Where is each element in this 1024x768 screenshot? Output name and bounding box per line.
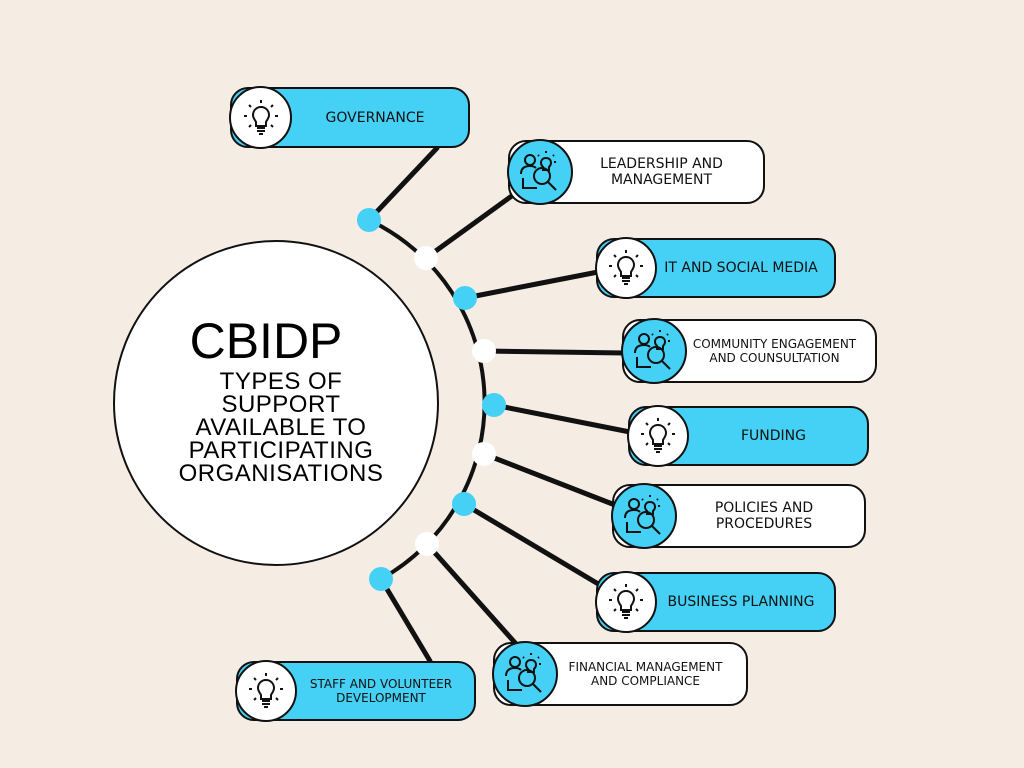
lightbulb-icon xyxy=(595,237,657,299)
support-item: LEADERSHIP AND MANAGEMENT xyxy=(507,139,765,205)
support-item-label: COMMUNITY ENGAGEMENT AND COUNSULTATION xyxy=(692,337,857,365)
node-dot xyxy=(414,246,438,270)
node-dot xyxy=(357,208,381,232)
connector-line xyxy=(366,145,440,223)
subtitle-line: TYPES OF xyxy=(219,368,343,395)
support-item: POLICIES AND PROCEDURES xyxy=(611,483,866,549)
node-dot xyxy=(415,532,439,556)
support-item: IT AND SOCIAL MEDIA xyxy=(595,237,836,299)
node-dot xyxy=(452,492,476,516)
connector-line xyxy=(378,576,433,664)
center-title: CBIDP xyxy=(189,313,343,369)
support-item: STAFF AND VOLUNTEER DEVELOPMENT xyxy=(235,660,476,722)
support-item-label: STAFF AND VOLUNTEER DEVELOPMENT xyxy=(309,677,453,705)
node-dot xyxy=(482,393,506,417)
support-item: COMMUNITY ENGAGEMENT AND COUNSULTATION xyxy=(621,318,877,384)
node-dot xyxy=(472,442,496,466)
center-circle: CBIDP TYPES OF SUPPORT AVAILABLE TO PART… xyxy=(113,240,439,566)
connector-line xyxy=(491,402,633,435)
support-item-label: GOVERNANCE xyxy=(325,109,425,126)
connector-line xyxy=(462,269,601,301)
connector-line xyxy=(481,348,628,356)
node-dot xyxy=(453,286,477,310)
node-dot xyxy=(369,567,393,591)
support-item: FUNDING xyxy=(627,405,869,467)
person-search-idea-icon xyxy=(507,139,573,205)
support-item-label: FINANCIAL MANAGEMENT AND COMPLIANCE xyxy=(568,660,723,688)
lightbulb-icon xyxy=(235,660,297,722)
node-dot xyxy=(472,339,496,363)
lightbulb-icon xyxy=(627,405,689,467)
connector-line xyxy=(461,501,603,588)
person-search-idea-icon xyxy=(621,318,687,384)
support-item: BUSINESS PLANNING xyxy=(595,571,836,633)
connector-line xyxy=(481,451,618,508)
support-item-label: IT AND SOCIAL MEDIA xyxy=(664,260,818,276)
support-item: GOVERNANCE xyxy=(229,86,470,149)
lightbulb-icon xyxy=(229,86,292,149)
center-subtitle: TYPES OF SUPPORT AVAILABLE TO PARTICIPAT… xyxy=(115,368,437,487)
person-search-idea-icon xyxy=(611,483,677,549)
connector-line xyxy=(423,187,523,261)
subtitle-line: SUPPORT xyxy=(221,391,341,418)
person-search-idea-icon xyxy=(492,641,558,707)
support-item-label: FUNDING xyxy=(740,428,806,444)
lightbulb-icon xyxy=(595,571,657,633)
subtitle-line: PARTICIPATING xyxy=(188,437,374,464)
subtitle-line: ORGANISATIONS xyxy=(178,460,384,487)
support-item: FINANCIAL MANAGEMENT AND COMPLIANCE xyxy=(492,641,748,707)
support-item-label: BUSINESS PLANNING xyxy=(667,594,815,610)
subtitle-line: AVAILABLE TO xyxy=(195,414,367,441)
support-item-label: LEADERSHIP AND MANAGEMENT xyxy=(600,156,723,188)
support-item-label: POLICIES AND PROCEDURES xyxy=(714,500,814,532)
connector-line xyxy=(424,541,520,648)
